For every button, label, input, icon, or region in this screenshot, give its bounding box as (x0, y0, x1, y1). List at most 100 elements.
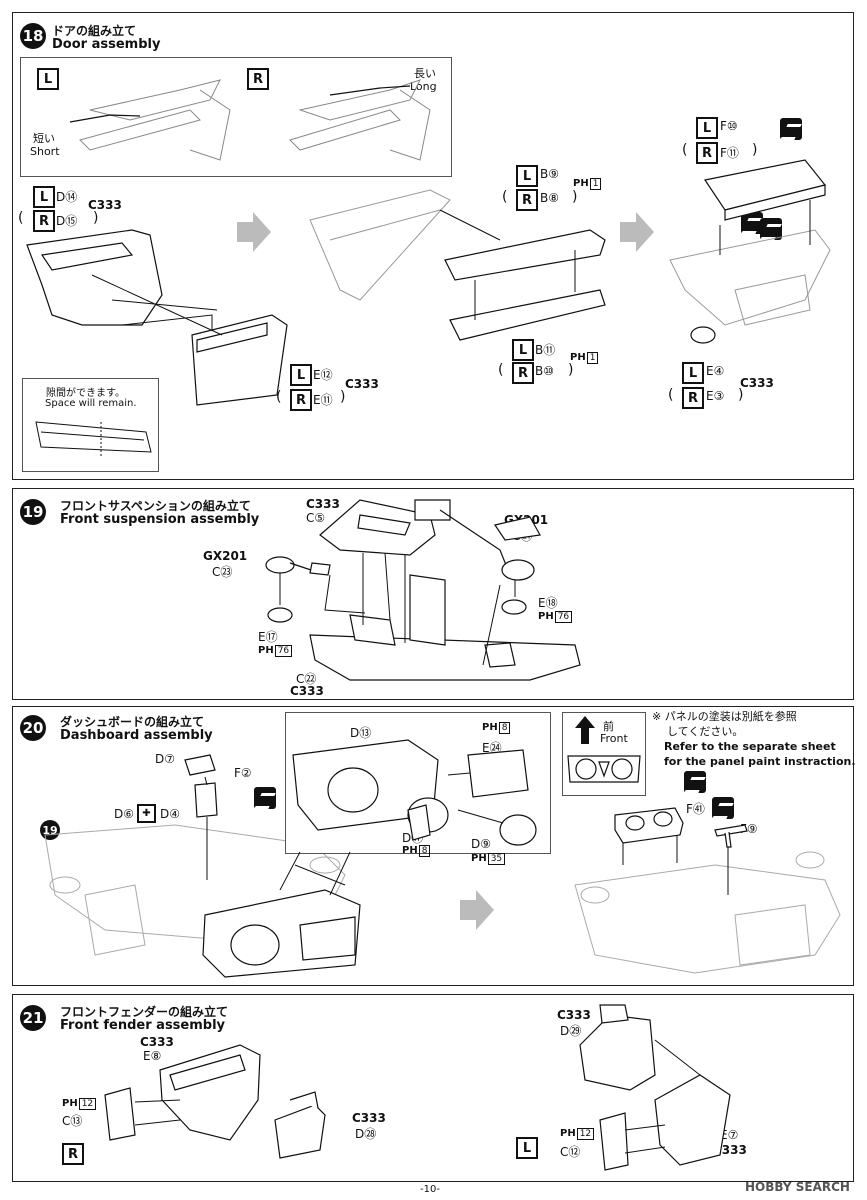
paint-icon-lever (712, 797, 734, 819)
paint-note-jp-1: ※ パネルの塗装は別紙を参照 (652, 710, 797, 723)
paint-note-en-2: for the panel paint instraction. (664, 755, 856, 768)
step-19-title-jp: フロントサスペンションの組み立て (60, 499, 251, 513)
paint-note-en-1: Refer to the separate sheet (664, 740, 836, 753)
handle-left-marker: L (682, 362, 704, 384)
step-18-title-en: Door assembly (52, 37, 161, 52)
next-arrow-2 (620, 212, 654, 252)
step-21-title-en: Front fender assembly (60, 1018, 226, 1033)
part-e24: E㉔ (482, 741, 502, 755)
door-left-marker: L (33, 186, 55, 208)
part-e11: E⑪ (313, 393, 333, 407)
part-b9: B⑨ (540, 167, 559, 181)
long-label-jp: 長い (414, 67, 436, 80)
part-b11: B⑪ (535, 343, 556, 357)
paren-close: ) (93, 210, 99, 226)
right-side-fender-marker: R (62, 1143, 84, 1165)
paint-c333-base: C333 (290, 684, 324, 698)
part-e4: E④ (706, 364, 725, 378)
paren-close-3: ) (572, 189, 578, 205)
part-e17: E⑰ (258, 630, 278, 644)
part-c5: C⑤ (306, 511, 326, 525)
next-arrow-3 (460, 890, 494, 930)
paren-open-6: ( (668, 387, 674, 403)
inner-right-marker: R (290, 389, 312, 411)
step-18-title-jp: ドアの組み立て (52, 24, 137, 38)
front-label-jp: 前 (603, 720, 614, 733)
part-d14: D⑭ (56, 190, 78, 204)
paint-note-jp-2: してください。 (667, 725, 744, 738)
right-side-marker: R (247, 68, 269, 90)
paint-c333-fender-r: C333 (140, 1035, 174, 1049)
door-right-marker: R (33, 210, 55, 232)
gap-inset-frame (22, 378, 159, 472)
paren-close-4: ) (568, 362, 574, 378)
part-d28: D㉘ (355, 1127, 377, 1141)
left-side-marker: L (37, 68, 59, 90)
door-middle-drawing (309, 189, 606, 341)
paint-c333-door: C333 (88, 198, 122, 212)
door-panel-drawing (26, 229, 288, 406)
step-21-number: 21 (20, 1005, 46, 1031)
zoom-leader-lines (279, 851, 351, 896)
part-d15: D⑮ (56, 214, 78, 228)
step-19-number: 19 (20, 499, 46, 525)
paint-icon-armrest (780, 118, 802, 140)
long-label-en: Long (410, 80, 437, 93)
paint-icon-switch (254, 787, 276, 809)
watermark-text: HOBBY SEARCH (745, 1180, 850, 1194)
part-e8: E⑧ (143, 1049, 162, 1063)
gap-detail-drawing (35, 421, 152, 457)
dash-zoom-drawing (292, 739, 537, 846)
paint-c333-liner-l: C333 (557, 1008, 591, 1022)
part-e12: E⑫ (313, 368, 333, 382)
step-20-title-en: Dashboard assembly (60, 728, 213, 743)
step-19-title-en: Front suspension assembly (60, 512, 260, 527)
rail-left-marker: L (512, 339, 534, 361)
armrest-left-marker: L (696, 117, 718, 139)
rail-right-marker: R (512, 362, 534, 384)
part-d9: D⑨ (471, 837, 491, 851)
part-f41: F㊶ (686, 802, 705, 816)
paint-gx201-left: GX201 (203, 549, 248, 563)
step-21-title-jp: フロントフェンダーの組み立て (60, 1005, 229, 1019)
left-side-fender-marker: L (516, 1137, 538, 1159)
part-e7: E⑦ (720, 1128, 739, 1142)
part-d4: D④ (160, 807, 180, 821)
paint-c333-handle: C333 (740, 376, 774, 390)
front-suspension-drawing (265, 499, 581, 681)
paint-icon-door-2 (760, 218, 782, 240)
part-c13: C⑬ (62, 1114, 83, 1128)
inner-left-marker: L (290, 364, 312, 386)
part-f11: F⑪ (720, 146, 739, 160)
paren-open-3: ( (502, 189, 508, 205)
trim-left-marker: L (516, 165, 538, 187)
part-d29: D㉙ (560, 1024, 582, 1038)
door-rails-drawing (69, 79, 431, 161)
paren-close-5: ) (752, 142, 758, 158)
part-d7: D⑦ (155, 752, 175, 766)
short-label-en: Short (30, 145, 60, 158)
next-arrow-1 (237, 212, 271, 252)
paint-c333-cover: C333 (306, 497, 340, 511)
part-c23: C㉓ (212, 565, 233, 579)
part-d13: D⑬ (350, 726, 372, 740)
gauge-panel-drawing (567, 755, 641, 783)
fender-left-drawing (579, 1004, 731, 1171)
part-f2: F② (234, 766, 252, 780)
page-number: -10- (420, 1184, 440, 1195)
trim-right-marker: R (516, 189, 538, 211)
paint-icon-panel (684, 771, 706, 793)
paint-icon-door-1 (741, 212, 763, 234)
dash-final-drawing (574, 807, 841, 974)
part-b10: B⑩ (535, 364, 554, 378)
step-20-title-jp: ダッシュボードの組み立て (60, 715, 205, 729)
handle-right-marker: R (682, 387, 704, 409)
